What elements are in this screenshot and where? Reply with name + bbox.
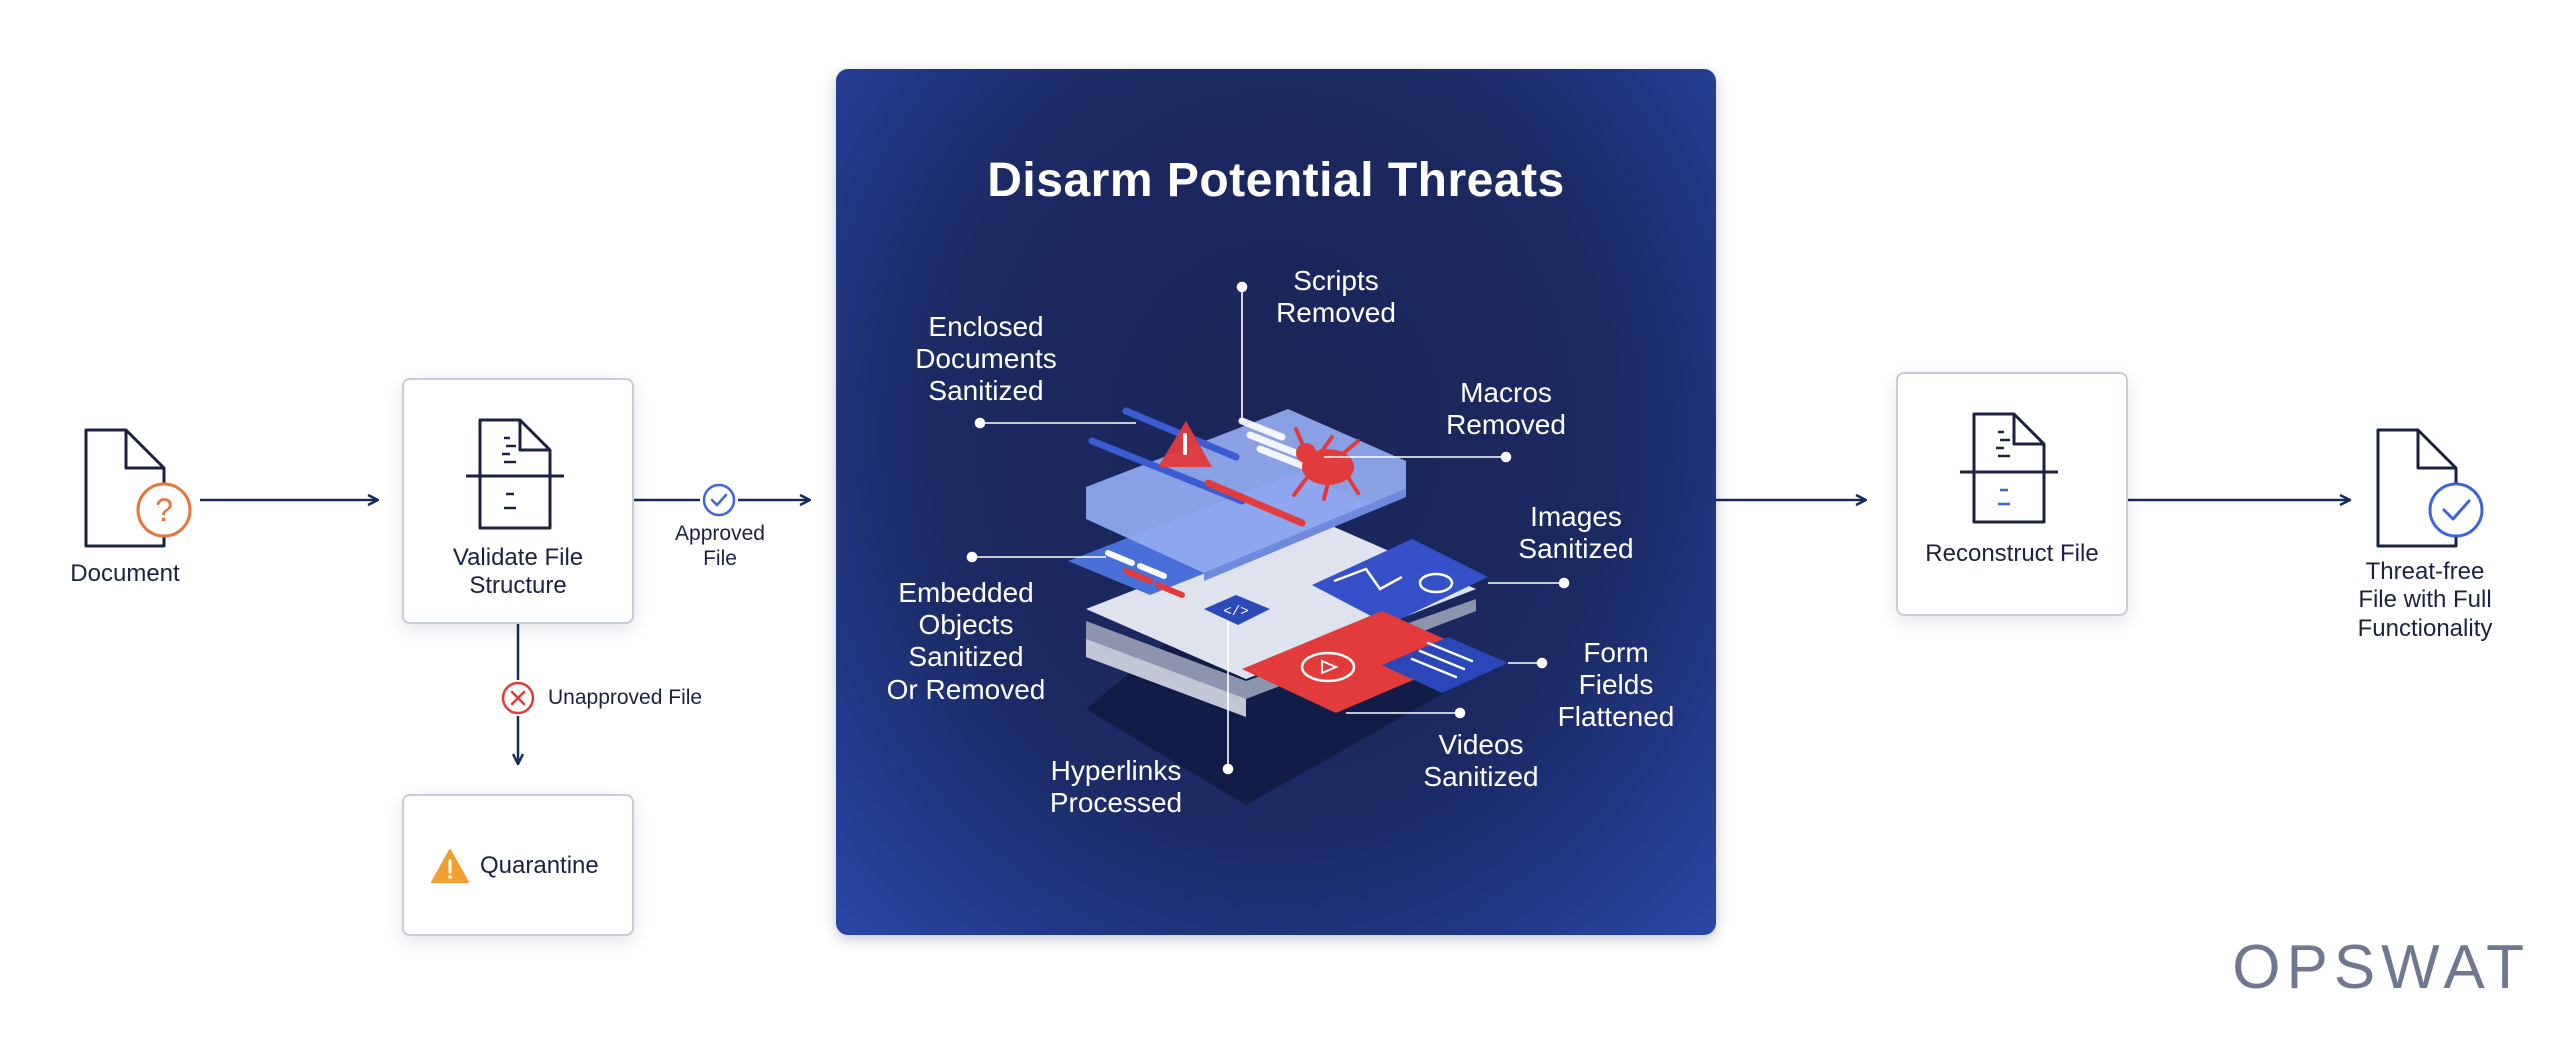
form-card — [1382, 637, 1508, 693]
image-card — [1312, 539, 1488, 625]
document-node: ? Document — [50, 420, 200, 600]
macros-line-2: Removed — [1446, 409, 1566, 441]
approved-line-1: Approved — [675, 522, 765, 545]
check-circle-icon — [702, 483, 736, 517]
opswat-logo: OPSWAT — [2232, 933, 2530, 1002]
embedded-dashes — [1105, 550, 1185, 598]
file-scan-icon — [1960, 412, 2058, 524]
images-line-1: Images — [1530, 501, 1622, 532]
quarantine-label: Quarantine — [480, 852, 599, 879]
code-chip — [1204, 595, 1270, 625]
scripts-line-1: Scripts — [1293, 265, 1379, 296]
callout-leaders — [966, 281, 1570, 775]
document-question-icon: ? — [84, 428, 192, 548]
images-sanitized-label: Images Sanitized — [1496, 501, 1656, 565]
sanitization-layers-illustration: </> — [1068, 407, 1508, 805]
embedded-line-2: Objects — [918, 609, 1014, 641]
videos-line-1: Videos — [1438, 729, 1524, 760]
videos-sanitized-label: Videos Sanitized — [1396, 729, 1566, 793]
form-line-2: Fields — [1578, 669, 1654, 701]
embedded-objects-label: Embedded Objects Sanitized Or Removed — [876, 577, 1056, 706]
reconstruct-file-label: Reconstruct File — [1925, 540, 2099, 567]
code-chip-glyph: </> — [1223, 604, 1248, 620]
approved-line-2: File — [703, 546, 737, 570]
x-circle-icon — [501, 681, 535, 715]
svg-text:?: ? — [155, 492, 173, 528]
threat-free-line-3: Functionality — [2357, 614, 2493, 642]
validate-label-line-2: Structure — [469, 572, 567, 600]
validate-file-label: Validate File Structure — [404, 544, 632, 601]
form-line-1: Form — [1583, 637, 1649, 668]
file-scan-icon — [466, 418, 564, 530]
hyperlinks-line-2: Processed — [1049, 787, 1183, 819]
document-check-icon — [2376, 428, 2484, 548]
reconstruct-file-box: Reconstruct File — [1896, 372, 2128, 616]
embedded-line-1: Embedded — [898, 577, 1034, 608]
top-sheet-lines — [1238, 417, 1310, 471]
enclosed-line-2: Documents — [915, 343, 1057, 375]
panel-title: Disarm Potential Threats — [987, 154, 1565, 207]
macro-bug-glyph — [1292, 427, 1360, 501]
warning-triangle-icon — [431, 849, 469, 883]
form-line-3: Flattened — [1557, 701, 1675, 733]
macros-line-1: Macros — [1460, 377, 1552, 408]
validate-file-box: Validate File Structure — [402, 378, 634, 624]
scripts-line-2: Removed — [1276, 297, 1396, 329]
embedded-line-3: Sanitized — [908, 641, 1024, 673]
enclosed-line-1: Enclosed — [928, 311, 1044, 342]
threat-free-node: Threat-free File with Full Functionality — [2320, 420, 2530, 650]
disarm-threats-panel: Disarm Potential Threats </> — [836, 69, 1716, 935]
videos-line-2: Sanitized — [1423, 761, 1539, 793]
hyperlinks-processed-label: Hyperlinks Processed — [1016, 755, 1216, 819]
layer-base-2 — [1086, 599, 1476, 699]
images-line-2: Sanitized — [1518, 533, 1634, 565]
embedded-line-4: Or Removed — [886, 673, 1046, 705]
form-fields-label: Form Fields Flattened — [1536, 637, 1696, 734]
enclosed-line-3: Sanitized — [928, 375, 1044, 407]
approved-file-label: Approved File — [660, 522, 780, 572]
document-label: Document — [70, 560, 180, 587]
quarantine-box: Quarantine — [402, 794, 634, 936]
enclosed-documents-label: Enclosed Documents Sanitized — [896, 311, 1076, 408]
scripts-removed-label: Scripts Removed — [1256, 265, 1416, 329]
unapproved-file-label: Unapproved File — [548, 686, 703, 709]
threat-free-label: Threat-free File with Full Functionality — [2320, 558, 2530, 643]
validate-label-line-1: Validate File — [452, 544, 584, 571]
hyperlinks-line-1: Hyperlinks — [1050, 755, 1182, 786]
threat-free-line-1: Threat-free — [2365, 558, 2485, 585]
macros-removed-label: Macros Removed — [1426, 377, 1586, 441]
threat-free-line-2: File with Full — [2358, 586, 2492, 614]
video-card — [1242, 611, 1476, 713]
